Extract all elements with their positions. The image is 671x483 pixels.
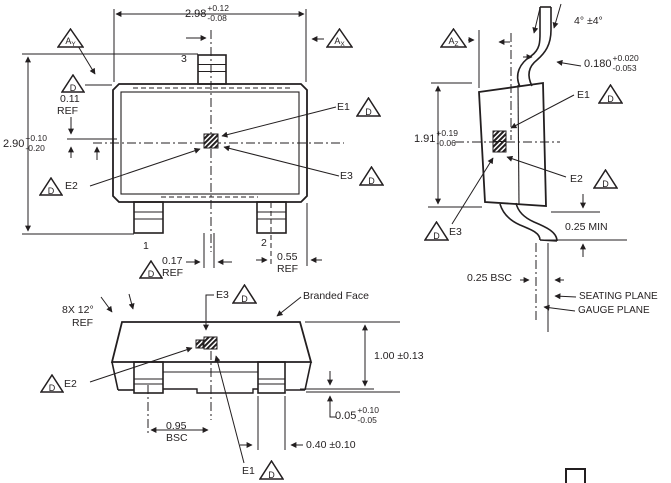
dim-pitch-suffix: BSC [166,432,188,444]
e1-label-top: E1 [337,101,350,113]
top-view [22,9,344,268]
dim-pad-ref-suffix: REF [57,105,78,117]
gauge-plane-label: GAUGE PLANE [578,305,650,316]
datum-flag-d-e1-front: D [259,460,284,480]
dim-height-front: 1.00 ±0.13 [374,350,424,362]
dim-body-height: 2.90 +0.10-0.20 [3,133,47,153]
e1-label-front: E1 [242,465,255,477]
pin-2-label: 2 [261,237,267,249]
e2-label-top: E2 [65,180,78,192]
dim-pad-offset-suffix: REF [162,267,183,279]
dim-lead-width: 0.40 ±0.10 [306,439,356,451]
datum-flag-d-e1-side: D [598,84,623,104]
datum-flag-d-e2-top: D [39,177,63,196]
branded-face-label: Branded Face [303,290,369,302]
dim-body-depth: 1.91 +0.19-0.06 [414,128,458,148]
dim-lead-thickness: 0.180 +0.020-0.053 [584,53,639,73]
front-view [89,293,400,464]
dim-pitch-value: 0.95 [166,420,187,432]
e2-label-side: E2 [570,173,583,185]
pin-3-label: 3 [181,53,187,65]
e3-label-front: E3 [216,289,229,301]
datum-flag-d-e2-front: D [40,374,64,393]
datum-flag-d-e3-front: D [232,284,257,304]
datum-flag-d-e2-side: D [593,169,618,189]
e3-label-side: E3 [449,226,462,238]
datum-flag-d-pad-offset: D [139,260,163,279]
dim-pad-offset-value: 0.17 [162,255,183,267]
dim-lead-edge-suffix: REF [277,263,298,275]
dim-body-width: 2.98 +0.12-0.08 [185,3,229,23]
draft-angle-ref: REF [72,317,93,329]
dim-standoff: 0.05 +0.10-0.05 [335,405,379,425]
pin-1-label: 1 [143,240,149,252]
datum-flag-ax: AX [326,28,353,48]
draft-angle-label: 8X 12° [62,304,94,316]
e3-label-top: E3 [340,170,353,182]
dim-lead-edge-value: 0.55 [277,251,298,263]
side-view [428,3,627,332]
dim-foot-min: 0.25 MIN [565,221,608,233]
datum-flag-d-e3-side: D [424,221,449,241]
next-figure-fragment [565,468,586,483]
dim-pad-ref-value: 0.11 [60,93,80,105]
datum-flag-ay: AY [57,28,84,48]
datum-flag-d-offset: D [61,74,85,93]
datum-flag-d-e3-top: D [359,166,384,186]
datum-flag-d-e1-top: D [356,97,381,117]
datum-flag-az: AZ [440,28,467,48]
dim-gauge-bsc: 0.25 BSC [467,272,512,284]
seating-plane-label: SEATING PLANE [579,291,658,302]
e2-label-front: E2 [64,378,77,390]
lead-angle-label: 4° ±4° [574,15,603,27]
e1-label-side: E1 [577,89,590,101]
